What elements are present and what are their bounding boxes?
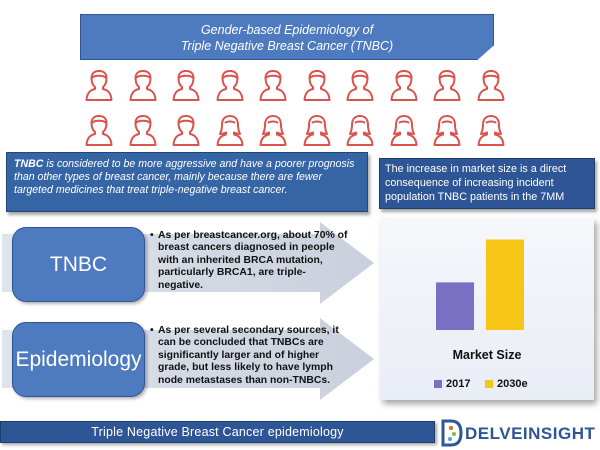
bullet-dot: •: [150, 325, 154, 336]
breastcancer-org-source: breastcancer.org: [193, 230, 277, 241]
section-label-tnbc: TNBC: [12, 227, 145, 302]
delveinsight-logo-icon: [441, 419, 463, 447]
male-person-icon: [84, 69, 114, 103]
legend-item-2030e: 2030e: [485, 378, 545, 392]
male-person-icon: [258, 69, 288, 103]
bullet-tnbc: • As per breastcancer.org, about 70% of …: [150, 230, 350, 302]
male-person-icon: [302, 69, 332, 103]
legend-swatch-2030e: [485, 380, 493, 388]
female-person-icon: [432, 114, 462, 148]
title-banner: Gender-based Epidemiology of Triple Nega…: [80, 14, 494, 60]
male-person-icon: [389, 69, 419, 103]
legend-label-2030e: 2030e: [497, 378, 528, 390]
female-person-icon: [476, 114, 506, 148]
bullet-epidemiology: • As per several secondary sources, it c…: [150, 325, 350, 397]
market-size-chart: Market Size 2017 2030e: [380, 218, 594, 400]
tnbc-term: TNBC: [14, 158, 44, 170]
section-label-epidemiology: Epidemiology: [12, 322, 145, 397]
male-person-icon: [171, 69, 201, 103]
male-person-icon: [128, 69, 158, 103]
footer-banner: Triple Negative Breast Cancer epidemiolo…: [0, 421, 435, 443]
bullet-tnbc-text: , about 70% of breast cancers diagnosed …: [158, 230, 348, 291]
legend-swatch-2017: [434, 380, 442, 388]
male-person-icon: [171, 114, 201, 148]
female-person-icon: [258, 114, 288, 148]
male-person-icon: [215, 69, 245, 103]
chart-title: Market Size: [452, 348, 522, 362]
female-person-icon: [215, 114, 245, 148]
male-person-icon: [432, 69, 462, 103]
male-person-icon: [128, 114, 158, 148]
female-person-icon: [389, 114, 419, 148]
title-line-1: Gender-based Epidemiology of: [200, 23, 374, 37]
tnbc-description-text: is considered to be more aggressive and …: [14, 158, 355, 196]
delveinsight-logo: DELVEINSIGHT: [440, 418, 598, 448]
female-person-icon: [345, 114, 375, 148]
bullet-dot: •: [150, 230, 154, 241]
title-line-2: Triple Negative Breast Cancer (TNBC): [180, 39, 394, 53]
male-person-icon: [476, 69, 506, 103]
bullet-epidemiology-text: As per several secondary sources, it can…: [158, 325, 339, 386]
people-grid: [84, 69, 524, 149]
bar-2017: [436, 282, 474, 330]
male-person-icon: [84, 114, 114, 148]
legend-item-2017: 2017: [434, 378, 484, 392]
tnbc-description-box: TNBC is considered to be more aggressive…: [6, 152, 368, 212]
chart-plot: [436, 239, 524, 330]
legend-label-2017: 2017: [446, 378, 471, 390]
male-person-icon: [345, 69, 375, 103]
bar-2030e: [486, 239, 524, 330]
female-person-icon: [302, 114, 332, 148]
delveinsight-logo-text: DELVEINSIGHT: [465, 424, 596, 443]
market-size-note: The increase in market size is a direct …: [379, 158, 595, 209]
bullet-tnbc-prefix: As per: [158, 230, 194, 241]
